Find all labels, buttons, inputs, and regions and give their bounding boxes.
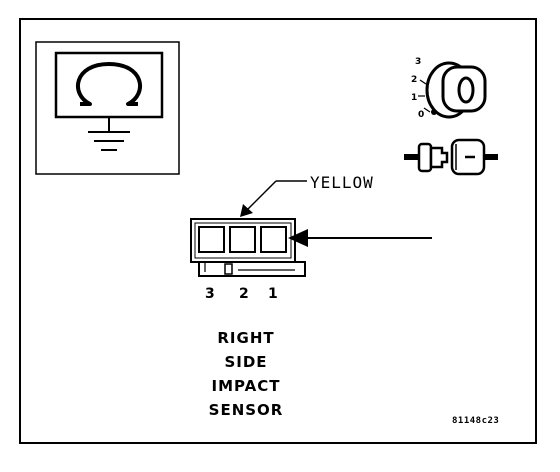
key-position-label: 0 xyxy=(418,110,425,120)
component-name: RIGHT SIDE IMPACT SENSOR xyxy=(196,326,296,422)
component-name-line: SIDE xyxy=(224,353,268,371)
cavity-2 xyxy=(229,226,256,253)
component-name-line: RIGHT xyxy=(217,329,275,347)
ignition-key-icon xyxy=(418,61,487,119)
disconnected-connector-icon xyxy=(404,138,498,176)
ohm-ground-symbol xyxy=(35,41,180,175)
cavity-3 xyxy=(198,226,225,253)
pin-number-2: 2 xyxy=(239,286,249,302)
figure-code: 81148c23 xyxy=(452,416,500,426)
omega-icon xyxy=(75,62,143,106)
key-position-label: 2 xyxy=(411,75,418,85)
component-name-line: SENSOR xyxy=(208,401,284,419)
connector-color-label: YELLOW xyxy=(310,173,374,192)
probe-arrow xyxy=(288,229,432,247)
pin-number-3: 3 xyxy=(205,286,215,302)
key-position-label: 3 xyxy=(415,57,422,67)
key-position-label: 1 xyxy=(411,93,418,103)
cavity-1 xyxy=(260,226,287,253)
yellow-leader-line xyxy=(240,180,307,217)
component-name-line: IMPACT xyxy=(211,377,281,395)
impact-sensor-connector xyxy=(190,218,306,277)
pin-number-1: 1 xyxy=(268,286,278,302)
